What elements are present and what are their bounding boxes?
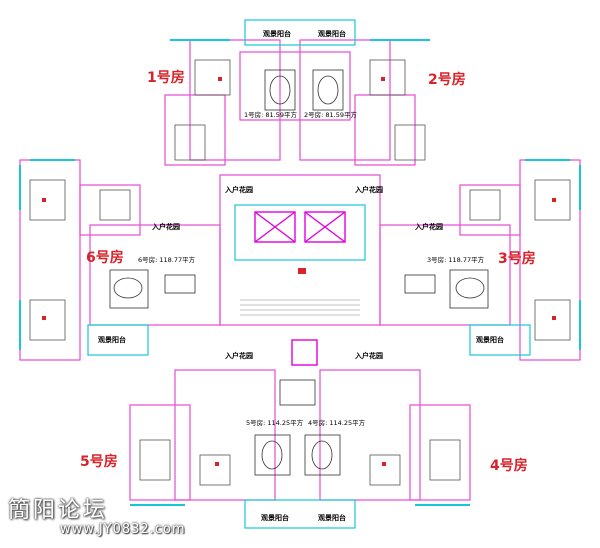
furniture	[109, 69, 489, 476]
unit-5-label: 5号房	[80, 453, 118, 470]
garden-label-right: 入户花园	[414, 222, 443, 231]
unit-6-area: 6号房: 118.77平方	[138, 255, 196, 264]
unit-6-label: 6号房	[86, 249, 124, 266]
watermark-url: www.JY0832.com	[60, 522, 186, 537]
unit-1-label: 1号房	[147, 69, 185, 86]
balcony-label-right: 观景阳台	[476, 335, 504, 344]
garden-label-bottom-left: 入户花园	[224, 351, 253, 360]
balcony-label-left: 观景阳台	[98, 335, 126, 344]
window-marks	[19, 39, 581, 506]
room-blocks	[29, 59, 571, 486]
balcony-label-bottom-left: 观景阳台	[261, 513, 289, 522]
unit-3-area: 3号房: 118.77平方	[427, 255, 485, 264]
unit-2-area: 2号房: 81.59平方	[304, 110, 357, 119]
watermark-title: 簡阳论坛	[8, 498, 109, 523]
stair-hatch	[240, 299, 360, 316]
garden-label-left: 入户花园	[151, 222, 180, 231]
unit-2-label: 2号房	[428, 71, 466, 88]
unit-1-area: 1号房: 81.59平方	[244, 110, 297, 119]
unit-4-area: 4号房: 114.25平方	[308, 418, 366, 427]
balcony-label-bottom-right: 观景阳台	[318, 513, 346, 522]
garden-label-top-left: 入户花园	[224, 185, 253, 194]
balcony-label-top-right: 观景阳台	[318, 29, 346, 38]
balcony-label-top-left: 观景阳台	[263, 29, 291, 38]
unit-4-label: 4号房	[490, 457, 528, 474]
unit-3-label: 3号房	[498, 250, 536, 267]
red-markers	[42, 77, 556, 466]
garden-label-bottom-right: 入户花园	[354, 351, 383, 360]
wall-outlines	[19, 19, 581, 529]
garden-label-top-right: 入户花园	[354, 185, 383, 194]
unit-5-area: 5号房: 114.25平方	[246, 418, 304, 427]
elevator-core	[254, 211, 346, 366]
